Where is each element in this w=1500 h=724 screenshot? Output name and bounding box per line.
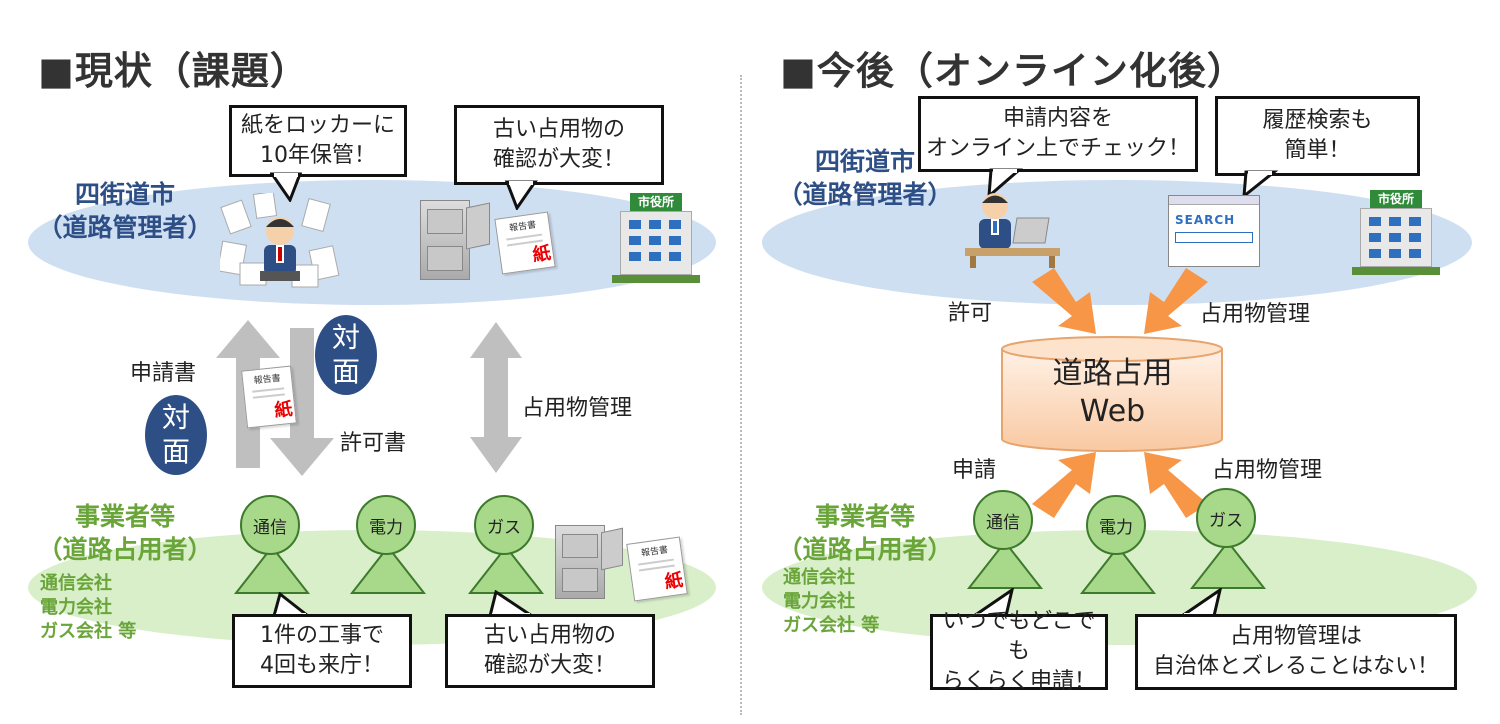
pawn-telecom: 通信 xyxy=(973,490,1033,550)
gray-double-arrow-icon xyxy=(470,322,522,473)
bubble-no-mismatch: 占用物管理は自治体とズレることはない！ xyxy=(1135,614,1457,690)
report-paper-icon: 報告書 紙 xyxy=(494,211,556,275)
pawn-body-icon xyxy=(1189,540,1267,589)
pawn-body-icon xyxy=(1079,545,1157,594)
bubble-history-search: 履歴検索も簡単！ xyxy=(1215,96,1420,176)
city-hall-icon: 市役所 xyxy=(612,193,700,283)
web-database-icon xyxy=(1001,336,1223,452)
bubble-old-items-business: 古い占用物の確認が大変！ xyxy=(445,614,655,688)
panel-divider xyxy=(740,75,742,715)
face-to-face-badge: 対面 xyxy=(315,315,377,395)
busy-worker-icon xyxy=(220,193,340,288)
report-paper-icon: 報告書 紙 xyxy=(626,536,688,602)
cabinet-door-icon xyxy=(601,527,623,571)
locker-cabinet-icon xyxy=(420,200,470,280)
pawn-gas: ガス xyxy=(1196,488,1256,548)
left-city-label: 四街道市 （道路管理者） xyxy=(20,178,230,244)
pawn-body-icon xyxy=(467,545,545,594)
bubble-apply-anywhere: いつでもどこでもらくらく申請！ xyxy=(930,609,1108,694)
bubble-tail-icon xyxy=(1242,170,1279,198)
right-company-list: 通信会社電力会社ガス会社 等 xyxy=(783,567,880,636)
search-window-icon: SEARCH xyxy=(1168,195,1260,267)
pawn-body-icon xyxy=(233,545,311,594)
label-item-management-top: 占用物管理 xyxy=(1200,302,1311,327)
right-business-label: 事業者等（道路占用者） xyxy=(777,502,953,564)
pawn-power: 電力 xyxy=(1086,495,1146,555)
city-hall-icon: 市役所 xyxy=(1352,190,1440,275)
left-city-ellipse xyxy=(28,180,716,305)
pawn-body-icon xyxy=(966,540,1044,589)
left-business-label: 事業者等（道路占用者） xyxy=(37,502,213,564)
city-role: （道路管理者） xyxy=(37,213,213,242)
label-item-management-bottom: 占用物管理 xyxy=(1212,458,1323,483)
orange-arrows-icon xyxy=(1032,268,1208,518)
application-paper-icon: 報告書 紙 xyxy=(241,365,297,429)
cabinet-door-icon xyxy=(466,202,490,250)
label-permit-form: 許可書 xyxy=(340,431,407,456)
right-heading: ■今後（オンライン化後） xyxy=(780,49,1246,93)
pawn-gas: ガス xyxy=(474,495,534,555)
face-to-face-badge: 対面 xyxy=(145,395,207,475)
worker-laptop-icon xyxy=(965,193,1060,268)
label-item-management-left: 占用物管理 xyxy=(522,396,633,421)
label-permit: 許可 xyxy=(948,301,993,326)
pawn-body-icon xyxy=(349,545,427,594)
bubble-tail-icon xyxy=(270,172,303,202)
label-application: 申請 xyxy=(952,458,997,483)
right-city-ellipse xyxy=(762,180,1472,305)
label-application-form: 申請書 xyxy=(130,361,197,386)
bubble-tail-icon xyxy=(987,168,1024,198)
left-heading: ■現状（課題） xyxy=(38,49,309,93)
locker-cabinet-icon xyxy=(555,525,605,599)
pawn-power: 電力 xyxy=(356,495,416,555)
right-city-label: 四街道市（道路管理者） xyxy=(777,147,953,209)
bubble-tail-icon xyxy=(505,180,538,210)
left-company-list: 通信会社電力会社ガス会社 等 xyxy=(40,573,137,642)
bubble-old-items-city: 古い占用物の確認が大変！ xyxy=(454,105,664,185)
bubble-online-check: 申請内容をオンライン上でチェック！ xyxy=(918,96,1198,172)
pawn-telecom: 通信 xyxy=(240,495,300,555)
city-name: 四街道市 xyxy=(74,180,175,209)
